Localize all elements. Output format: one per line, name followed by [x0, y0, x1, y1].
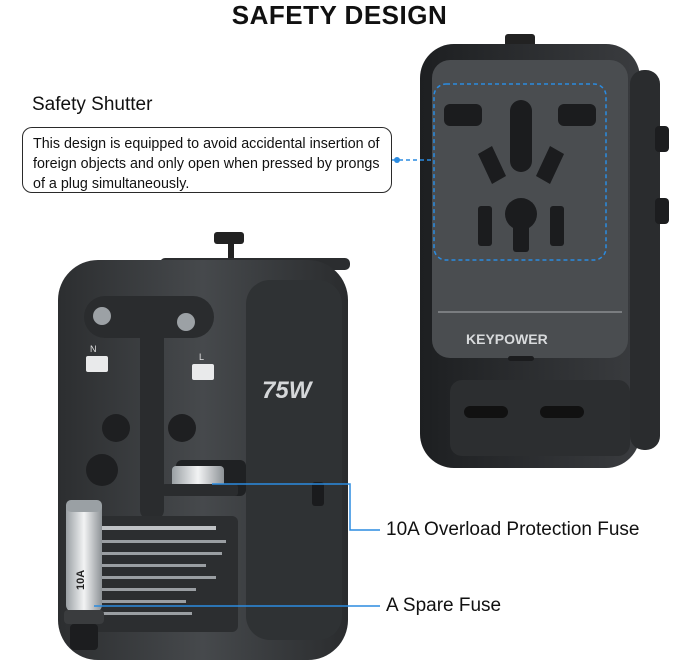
- fuse-callout-label: 10A Overload Protection Fuse: [386, 519, 640, 540]
- spare-fuse-callout-label: A Spare Fuse: [386, 595, 502, 616]
- screw-right: [177, 313, 195, 331]
- side-button-upper: [655, 126, 669, 152]
- spare-fuse-base: [70, 624, 98, 650]
- spec-line: [96, 588, 196, 591]
- wattage-label: 75W: [262, 377, 314, 404]
- fuse-callout-line: [212, 483, 380, 531]
- front-slider-stem: [228, 244, 234, 260]
- socket-slot-center: [510, 100, 532, 172]
- ground-hole: [86, 454, 118, 486]
- brand-logo: KEYPOWER: [466, 331, 548, 347]
- page-title: SAFETY DESIGN: [231, 0, 448, 30]
- usb-c-port-1: [464, 406, 508, 418]
- usb-c-port-2: [540, 406, 584, 418]
- adapter-front-view: 75W N L: [58, 232, 350, 660]
- spec-line: [96, 564, 206, 567]
- center-rail: [140, 320, 164, 520]
- spec-line: [96, 526, 216, 530]
- socket-slot-right: [558, 104, 596, 126]
- socket-pin-left: [478, 206, 492, 246]
- spec-line: [96, 600, 186, 603]
- usb-c-indicator: [508, 356, 534, 361]
- pin-n: [86, 356, 108, 372]
- front-side-panel: [246, 280, 342, 640]
- adapter-back-view: KEYPOWER: [420, 34, 669, 468]
- spec-line: [96, 540, 226, 543]
- callout-lines: [94, 157, 434, 607]
- spare-fuse: 10A: [64, 500, 104, 650]
- socket-slot-diag-left: [478, 146, 506, 184]
- side-button-lower: [655, 198, 669, 224]
- socket-slot-left: [444, 104, 482, 126]
- spare-fuse-top-cap: [66, 500, 102, 512]
- shutter-callout-dot: [394, 157, 400, 163]
- screw-left: [93, 307, 111, 325]
- adapter-side-shell: [630, 70, 660, 450]
- safety-shutter-heading: Safety Shutter: [32, 94, 153, 115]
- spare-fuse-body: [66, 500, 102, 612]
- front-usb-c-port: [312, 482, 324, 506]
- shutter-highlight-box: [433, 83, 607, 261]
- pin-label-l: L: [199, 352, 204, 362]
- fuse-cap: [162, 484, 238, 496]
- spare-fuse-rating: 10A: [75, 570, 87, 590]
- pin-label-n: N: [90, 344, 97, 354]
- pin-l: [192, 364, 214, 380]
- front-top-slider: [214, 232, 244, 244]
- socket-slot-diag-right: [536, 146, 564, 184]
- socket-pin-right: [550, 206, 564, 246]
- safety-shutter-description: This design is equipped to avoid acciden…: [22, 127, 392, 193]
- spec-line: [96, 552, 222, 555]
- pin-hole-left: [102, 414, 130, 442]
- usb-port-panel: [450, 380, 630, 456]
- socket-ground-hole: [505, 198, 537, 230]
- spec-line: [96, 612, 192, 615]
- spare-fuse-holder: [64, 610, 104, 624]
- pin-hole-right: [168, 414, 196, 442]
- spec-line: [96, 576, 216, 579]
- socket-ground-slot: [513, 222, 529, 252]
